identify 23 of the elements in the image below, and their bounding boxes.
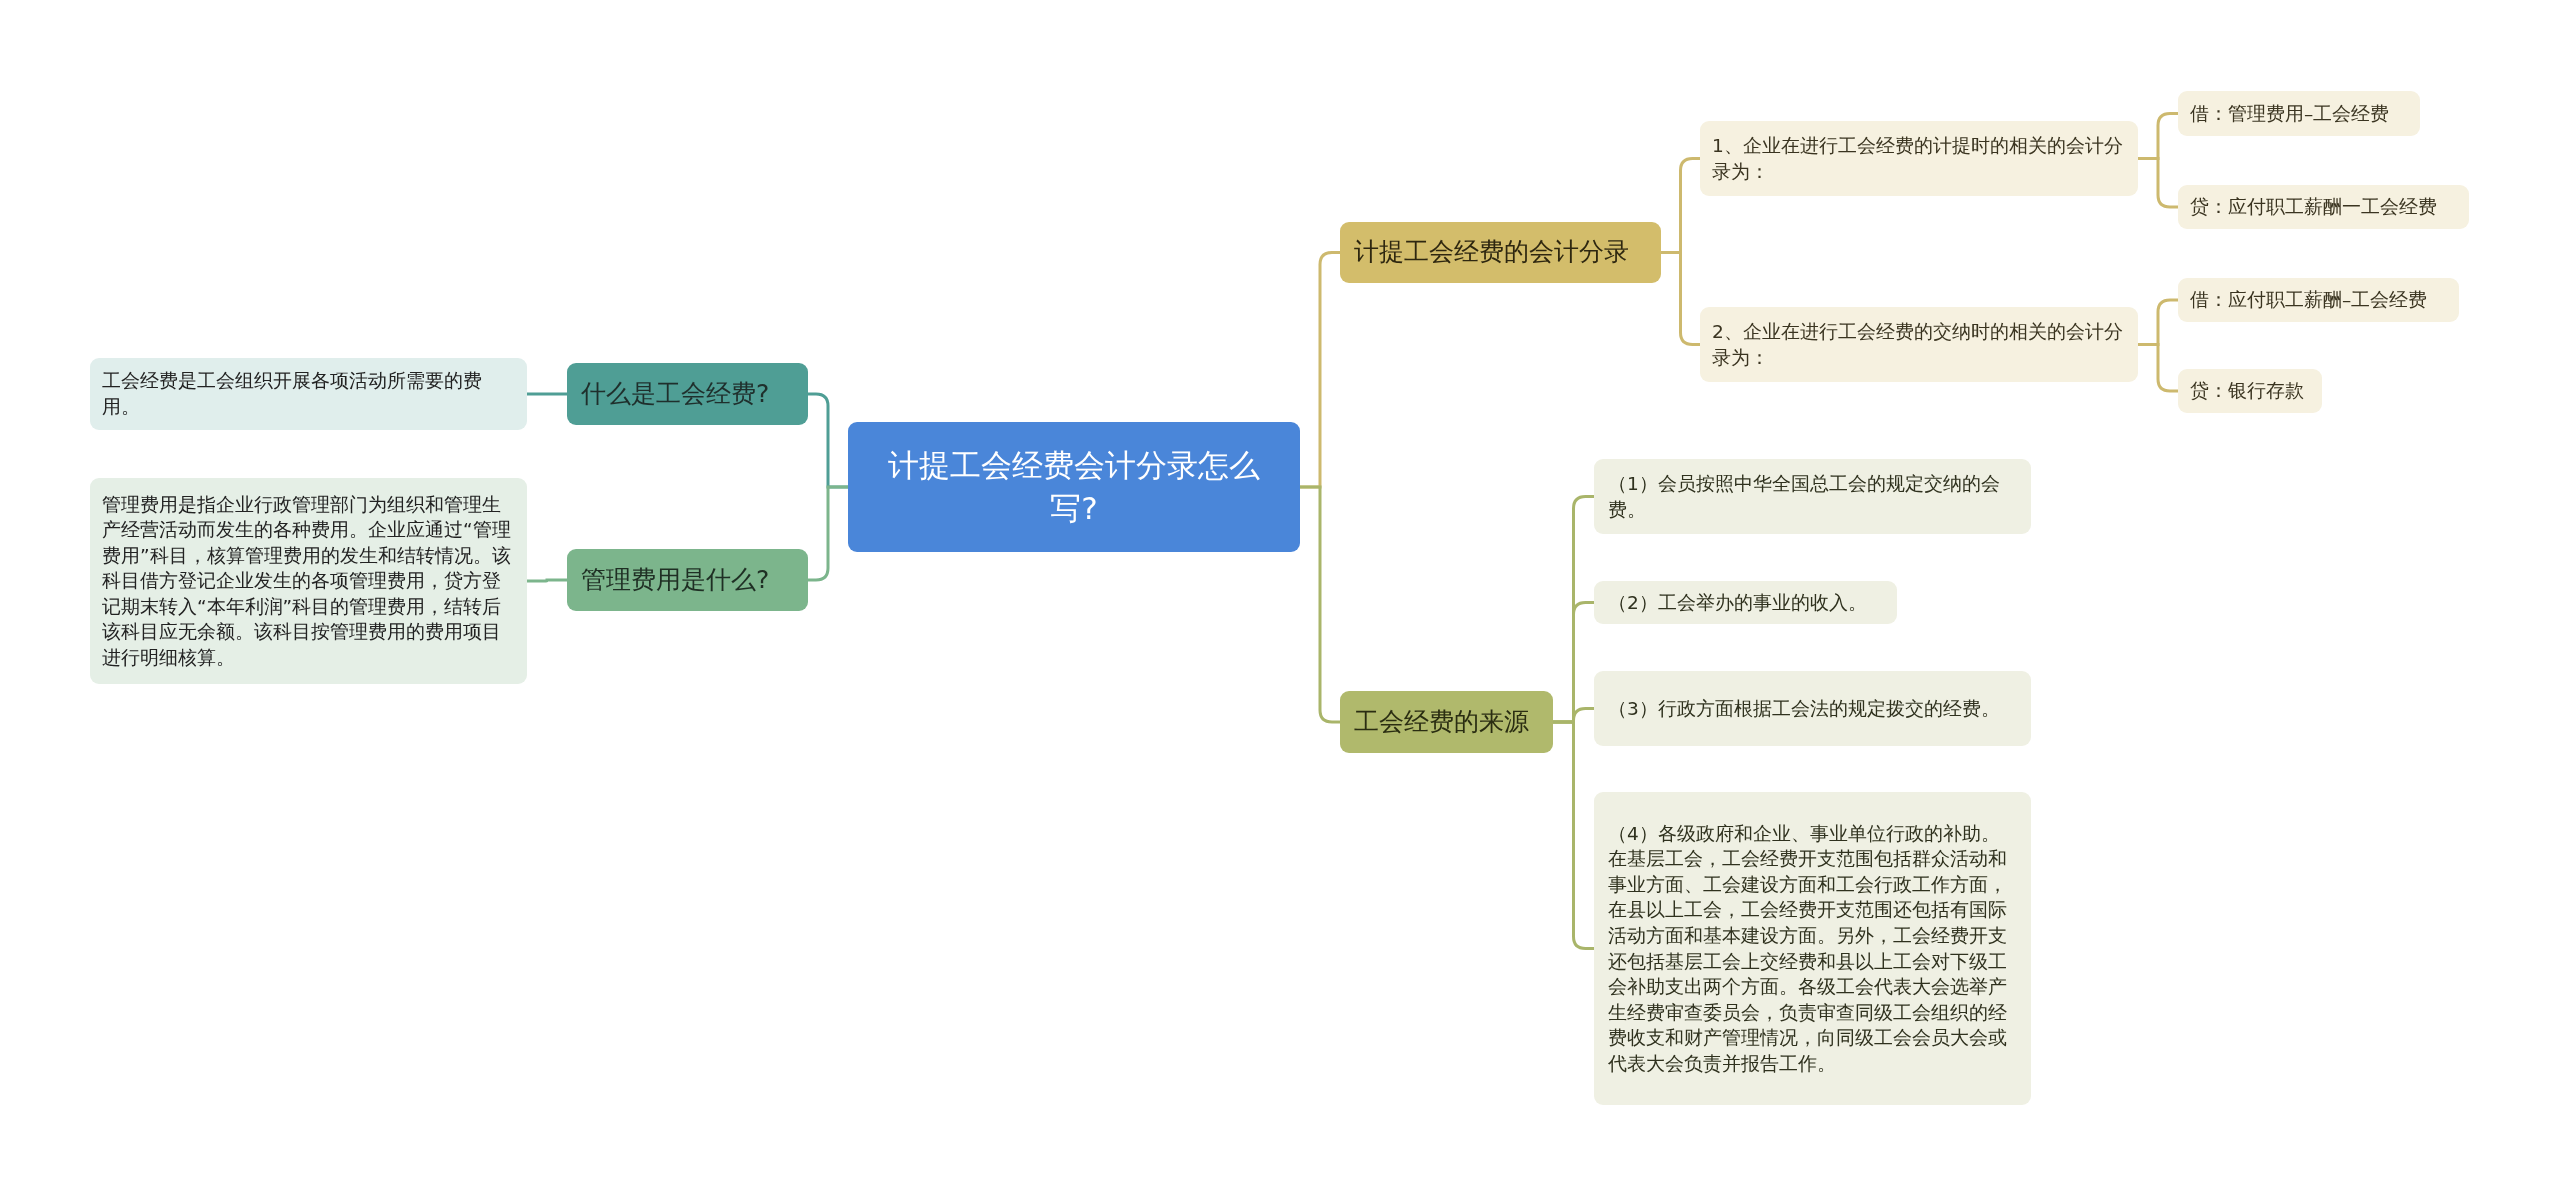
topic-box: 管理费用是什么? (567, 549, 808, 611)
connector-line (527, 578, 567, 583)
text-box: 1、企业在进行工会经费的计提时的相关的会计分录为： (1700, 121, 2138, 196)
text-box: （3）行政方面根据工会法的规定拨交的经费。 (1594, 671, 2031, 746)
text-box: 贷：应付职工薪酬一工会经费 (2178, 185, 2469, 229)
text-box: 贷：银行存款 (2178, 369, 2322, 413)
connector-line (1300, 485, 1340, 724)
connector-line (1553, 720, 1594, 950)
text-box: （1）会员按照中华全国总工会的规定交纳的会费。 (1594, 459, 2031, 534)
text-box: 2、企业在进行工会经费的交纳时的相关的会计分录为： (1700, 307, 2138, 382)
topic-box: 工会经费的来源 (1340, 691, 1553, 753)
topic-box: 什么是工会经费? (567, 363, 808, 425)
connector-line (808, 485, 848, 582)
text-box: （2）工会举办的事业的收入。 (1594, 581, 1897, 624)
central-topic-box: 计提工会经费会计分录怎么写? (848, 422, 1300, 552)
topic-box: 计提工会经费的会计分录 (1340, 222, 1661, 283)
text-box: 借：管理费用–工会经费 (2178, 91, 2420, 136)
text-box: （4）各级政府和企业、事业单位行政的补助。在基层工会，工会经费开支范围包括群众活动和事业方面、工会建设方面和工会行政工作方面，在县以上工会，工会经费开支范围还包括有国际活动方面和基本建设方面。另外，工会经费开支还包括基层工会上交经费和县以上工会对下级工会补助支出两个方面。各级工会代表大会选举产生经费审查委员会，负责审查同级工会组织的经费收支和财产管理情况，向同级工会会员大会或代表大会负责并报告工作。 (1594, 792, 2031, 1105)
connector-line (527, 392, 567, 396)
text-box: 管理费用是指企业行政管理部门为组织和管理生产经营活动而发生的各种费用。企业应通过“管理费用”科目，核算管理费用的发生和结转情况。该科目借方登记企业发生的各项管理费用，贷方登记期末转入“本年利润”科目的管理费用，结转后该科目应无余额。该科目按管理费用的费用项目进行明细核算。 (90, 478, 527, 684)
connector-line (2138, 343, 2178, 393)
text-box: 工会经费是工会组织开展各项活动所需要的费用。 (90, 358, 527, 430)
text-box: 借：应付职工薪酬–工会经费 (2178, 278, 2459, 322)
